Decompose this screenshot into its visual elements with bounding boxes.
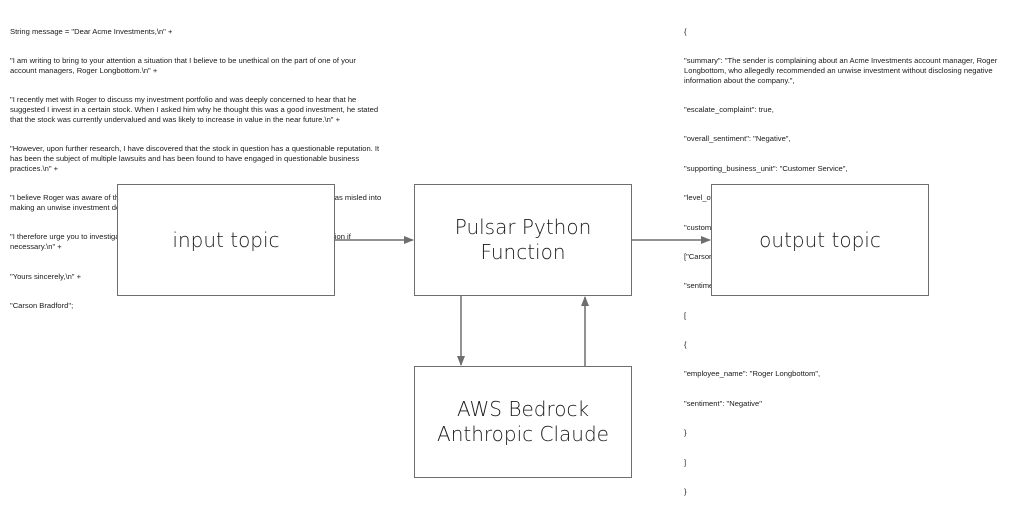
code-line: { [684,340,687,350]
node-label: output topic [759,227,881,252]
code-line: { [684,26,687,36]
code-line: "sentiment": "Negative" [684,398,762,408]
code-line: "Yours sincerely,\n" + [10,271,82,281]
code-line: "However, upon further research, I have … [10,144,382,173]
input-topic-node[interactable]: input topic [117,184,335,296]
code-line: "summary": "The sender is complaining ab… [684,55,1000,85]
pulsar-function-node[interactable]: Pulsar Python Function [414,184,632,296]
code-line: } [684,487,687,497]
node-label: input topic [172,227,280,252]
node-label: Anthropic Claude [437,422,609,446]
code-line: String message = "Dear Acme Investments,… [10,26,173,36]
code-line: "supporting_business_unit": "Customer Se… [684,163,848,173]
code-line: "escalate_complaint": true, [684,104,774,114]
code-line: "I am writing to bring to your attention… [10,55,359,75]
connector-arrows [335,236,711,366]
code-line: ] [684,457,687,467]
output-topic-node[interactable]: output topic [711,184,929,296]
node-label: AWS Bedrock [456,397,590,421]
code-line: } [684,428,687,438]
code-line: "overall_sentiment": "Negative", [684,134,791,144]
bedrock-claude-node[interactable]: AWS Bedrock Anthropic Claude [414,366,632,478]
node-label: Function [480,240,566,264]
code-line: "employee_name": "Roger Longbottom", [684,369,821,379]
code-line: "Carson Bradford"; [10,300,74,310]
code-line: "I recently met with Roger to discuss my… [10,95,381,124]
code-line: [ [684,310,687,320]
node-label: Pulsar Python [454,215,592,239]
